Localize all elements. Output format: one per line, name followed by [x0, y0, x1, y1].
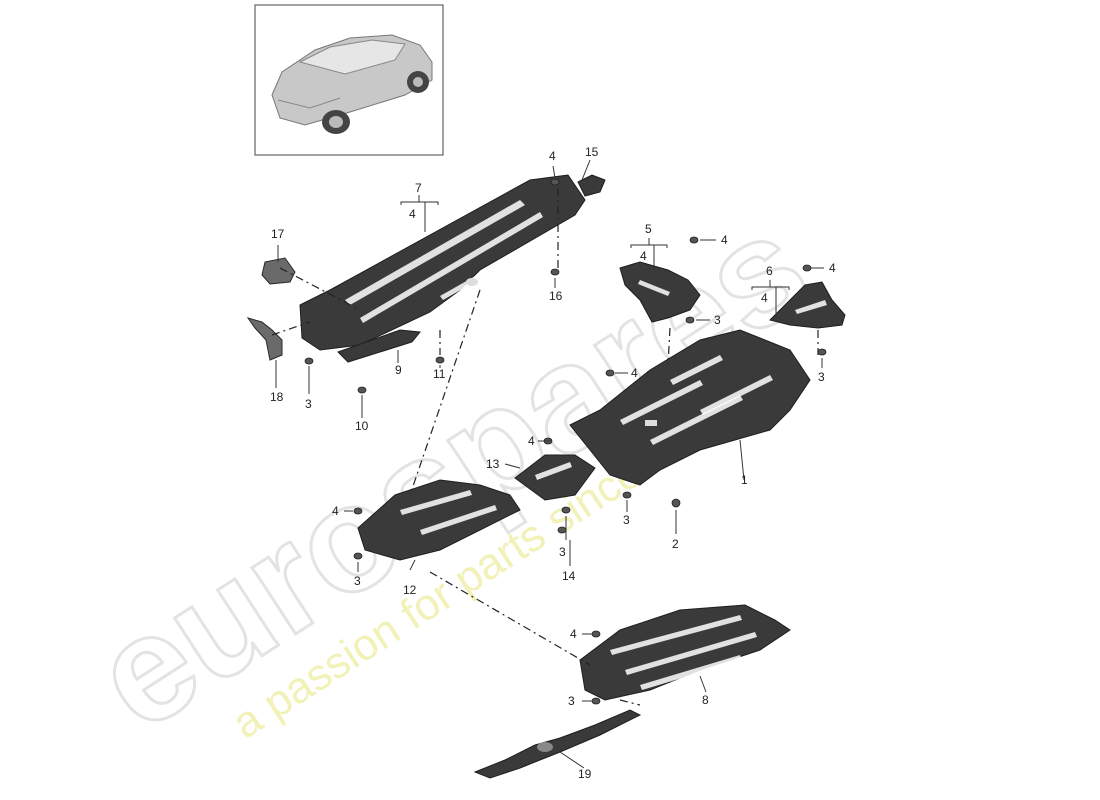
callout-4-under-6: 4 [761, 291, 768, 305]
callout-17: 17 [271, 227, 285, 241]
car-thumbnail [254, 4, 444, 156]
callout-16: 16 [549, 289, 563, 303]
callout-14: 14 [562, 569, 576, 583]
callout-1: 1 [741, 473, 748, 487]
callout-4-under-5: 4 [640, 249, 647, 263]
callout-4-part8: 4 [570, 627, 577, 641]
part-7-side-underbody-panel [299, 174, 586, 351]
callout-3-part8: 3 [568, 694, 575, 708]
part-15-bracket [577, 174, 606, 197]
callout-9: 9 [395, 363, 402, 377]
callout-4-top: 4 [549, 149, 556, 163]
callout-10: 10 [355, 419, 369, 433]
callout-12: 12 [403, 583, 417, 597]
callout-3-left: 3 [305, 397, 312, 411]
part-5-wheelhouse-trim [619, 261, 701, 323]
callout-5: 5 [645, 222, 652, 236]
part-17-bracket [261, 257, 296, 285]
callout-4-part12: 4 [332, 504, 339, 518]
part-18-clip [246, 317, 283, 361]
part-6-wheelhouse-trim [769, 281, 846, 329]
callout-11: 11 [433, 367, 446, 381]
part-12-underbody-panel [357, 479, 521, 561]
callout-8: 8 [702, 693, 709, 707]
car-suv-thumbnail-icon [271, 34, 433, 134]
callout-labels: 7 4 4 15 16 17 18 3 9 11 10 5 4 4 3 6 4 … [270, 145, 836, 781]
callout-2: 2 [672, 537, 679, 551]
fasteners [304, 178, 827, 705]
callout-13: 13 [486, 457, 500, 471]
part-13-cover [514, 454, 596, 501]
callout-3-part14: 3 [559, 545, 566, 559]
callout-3-right-6: 3 [818, 370, 825, 384]
callout-4-under-7: 4 [409, 207, 416, 221]
callout-15: 15 [585, 145, 599, 159]
part-8-underbody-panel [579, 604, 791, 701]
callout-4-right-6: 4 [829, 261, 836, 275]
callout-6: 6 [766, 264, 773, 278]
callout-3-part12: 3 [354, 574, 361, 588]
part-9-strip [337, 329, 421, 363]
callout-4-mid: 4 [631, 366, 638, 380]
callout-3-right-5: 3 [714, 313, 721, 327]
callout-18: 18 [270, 390, 284, 404]
callout-4-part13: 4 [528, 434, 535, 448]
leader-lines [275, 159, 824, 769]
callout-3-center: 3 [623, 513, 630, 527]
part-1-main-underbody-panel [569, 329, 811, 486]
alignment-lines [271, 188, 819, 706]
part-19-rear-trim [473, 709, 642, 779]
callout-7: 7 [415, 181, 422, 195]
callout-4-right-5: 4 [721, 233, 728, 247]
callout-19: 19 [578, 767, 592, 781]
